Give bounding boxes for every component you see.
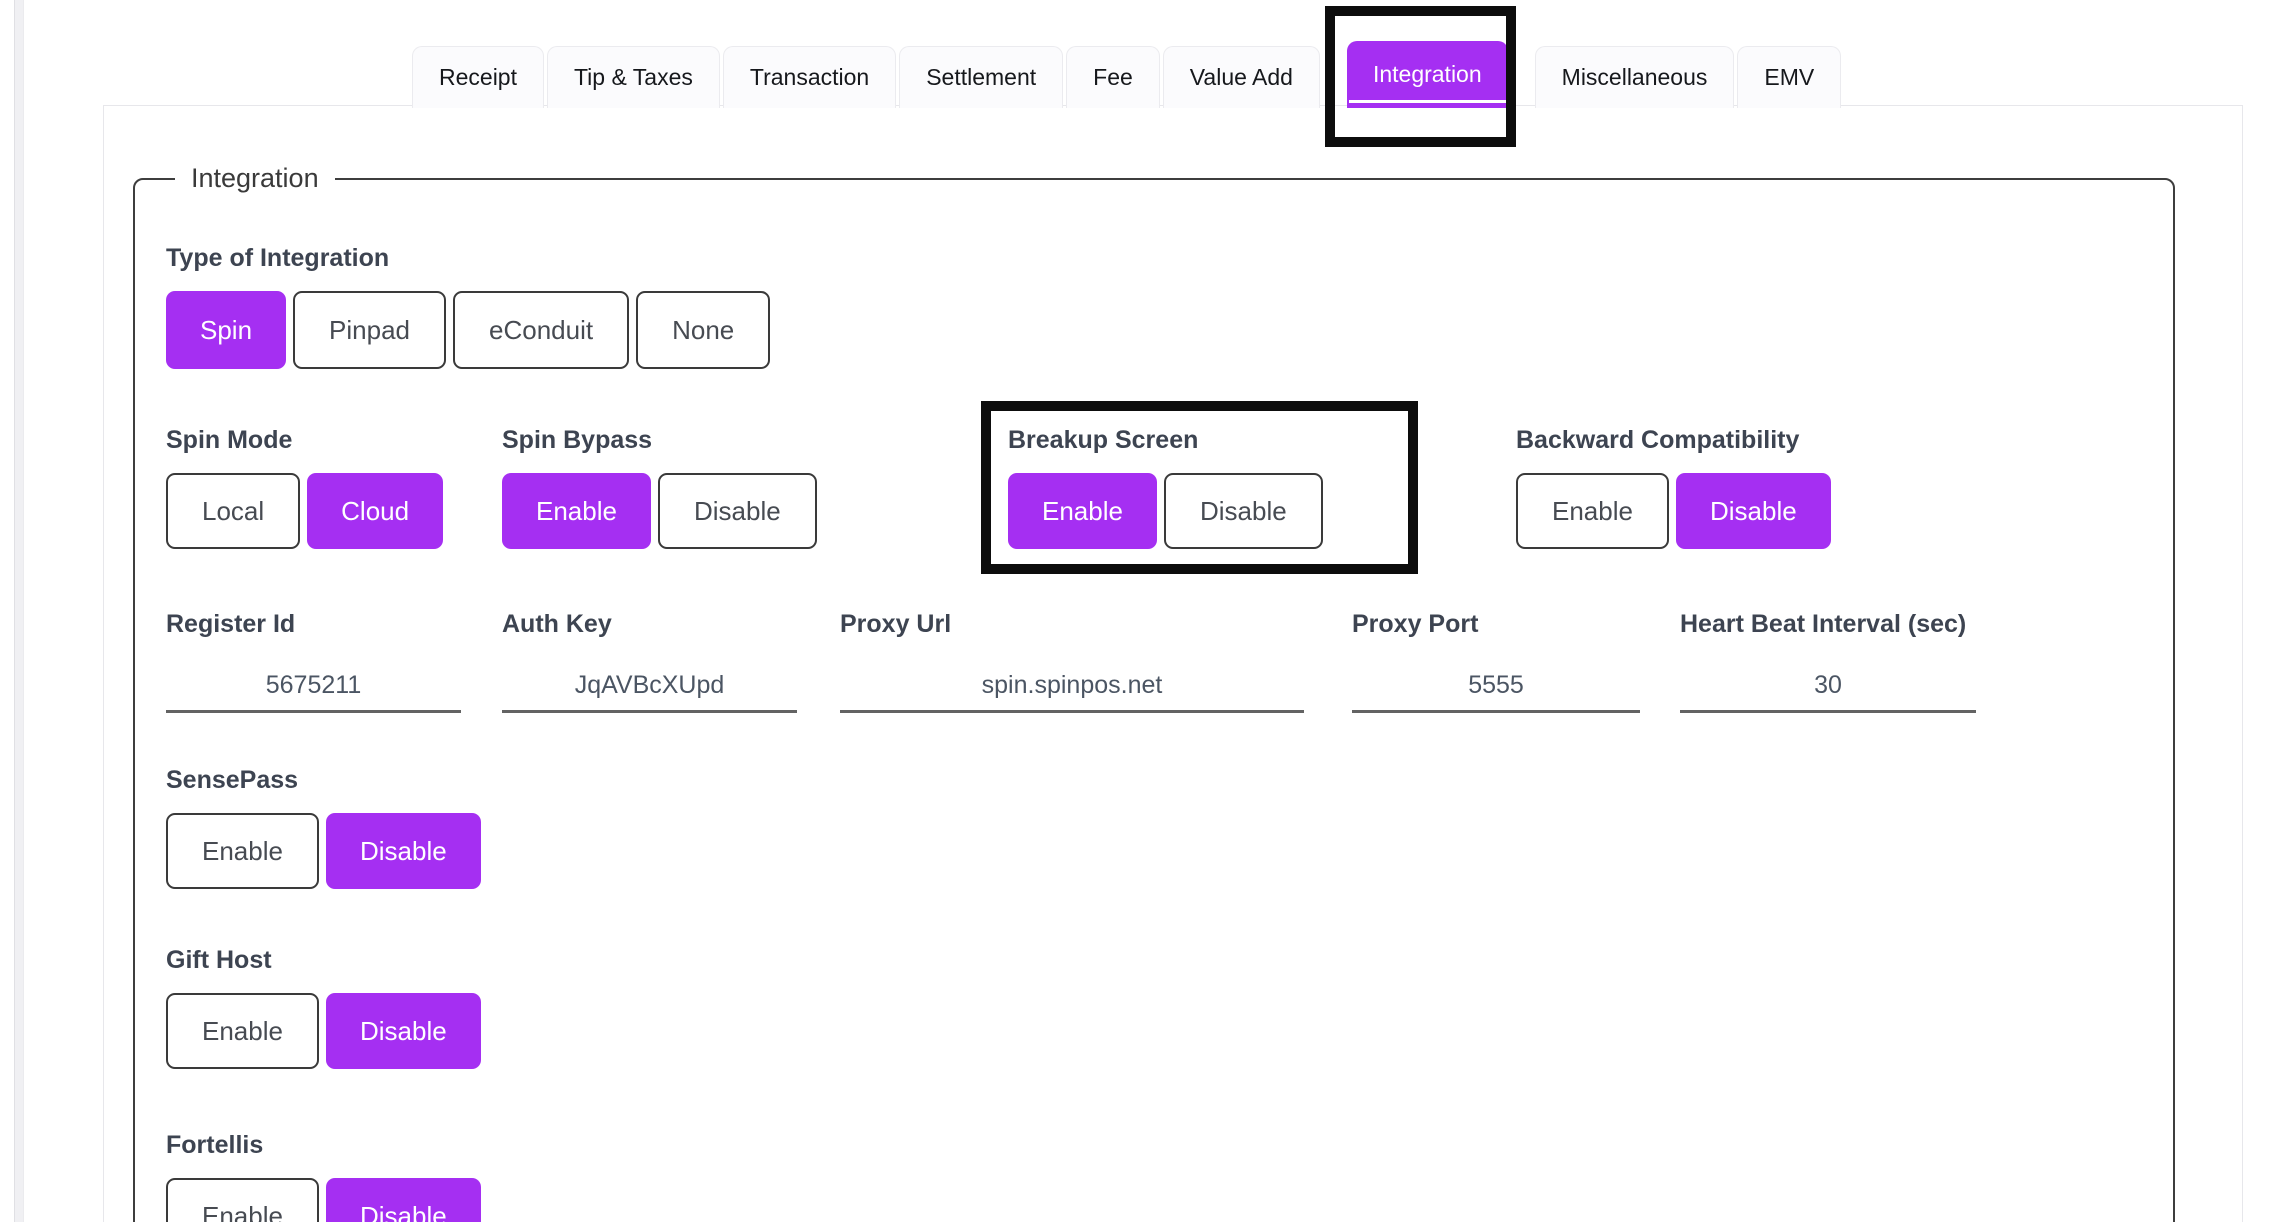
tab-settlement[interactable]: Settlement (899, 46, 1064, 108)
sensepass-enable-button[interactable]: Enable (166, 813, 319, 889)
tab-receipt[interactable]: Receipt (412, 46, 544, 108)
sensepass-label: SensePass (166, 766, 299, 794)
fortellis-disable-button[interactable]: Disable (325, 1178, 481, 1222)
spin-bypass-enable-button[interactable]: Enable (502, 473, 651, 549)
tab-transaction[interactable]: Transaction (722, 46, 897, 108)
active-tab-indicator (1348, 100, 1506, 103)
tab-tip-and-taxes[interactable]: Tip & Taxes (546, 46, 720, 108)
spin-mode-local-button[interactable]: Local (166, 473, 301, 549)
fortellis-label: Fortellis (166, 1131, 264, 1159)
gift-host-label: Gift Host (166, 946, 272, 974)
tab-emv[interactable]: EMV (1737, 46, 1842, 108)
left-rail-divider (14, 0, 24, 1222)
auth-key-input[interactable] (502, 661, 797, 713)
integration-panel-legend: Integration (191, 163, 319, 193)
heart-beat-interval-field: Heart Beat Interval (sec) (1680, 609, 1976, 713)
heart-beat-interval-input[interactable] (1680, 661, 1976, 713)
spin-bypass-group: Spin Bypass Enable Disable (502, 425, 817, 549)
spin-bypass-label: Spin Bypass (502, 426, 653, 454)
register-id-label: Register Id (166, 610, 296, 638)
settings-tab-bar: Receipt Tip & Taxes Transaction Settleme… (412, 6, 1842, 147)
spin-mode-cloud-button[interactable]: Cloud (307, 473, 444, 549)
breakup-screen-enable-button[interactable]: Enable (1008, 473, 1157, 549)
breakup-screen-disable-button[interactable]: Disable (1163, 473, 1323, 549)
integration-panel: Integration (133, 163, 2175, 1222)
tab-integration[interactable]: Integration (1324, 6, 1516, 147)
backward-compatibility-group: Backward Compatibility Enable Disable (1516, 425, 1831, 549)
spin-mode-group: Spin Mode Local Cloud (166, 425, 444, 549)
proxy-url-field: Proxy Url (840, 609, 1304, 713)
breakup-screen-label: Breakup Screen (1008, 426, 1199, 454)
tab-fee[interactable]: Fee (1066, 46, 1160, 108)
type-pinpad-button[interactable]: Pinpad (293, 291, 447, 369)
tab-integration-label: Integration (1372, 61, 1482, 87)
fortellis-group: Fortellis Enable Disable (166, 1130, 481, 1222)
backward-compatibility-disable-button[interactable]: Disable (1675, 473, 1831, 549)
proxy-port-input[interactable] (1352, 661, 1640, 713)
proxy-url-label: Proxy Url (840, 610, 952, 638)
spin-mode-label: Spin Mode (166, 426, 293, 454)
proxy-port-label: Proxy Port (1352, 610, 1479, 638)
sensepass-group: SensePass Enable Disable (166, 765, 481, 889)
gift-host-disable-button[interactable]: Disable (325, 993, 481, 1069)
type-econduit-button[interactable]: eConduit (453, 291, 630, 369)
heart-beat-interval-label: Heart Beat Interval (sec) (1680, 610, 1967, 638)
tab-value-add[interactable]: Value Add (1162, 46, 1320, 108)
gift-host-group: Gift Host Enable Disable (166, 945, 481, 1069)
register-id-field: Register Id (166, 609, 461, 713)
spin-bypass-disable-button[interactable]: Disable (657, 473, 817, 549)
proxy-url-input[interactable] (840, 661, 1304, 713)
proxy-port-field: Proxy Port (1352, 609, 1640, 713)
backward-compatibility-enable-button[interactable]: Enable (1516, 473, 1669, 549)
backward-compatibility-label: Backward Compatibility (1516, 426, 1800, 454)
auth-key-label: Auth Key (502, 610, 612, 638)
type-none-button[interactable]: None (636, 291, 771, 369)
register-id-input[interactable] (166, 661, 461, 713)
type-of-integration-label: Type of Integration (166, 244, 390, 272)
type-spin-button[interactable]: Spin (166, 291, 287, 369)
auth-key-field: Auth Key (502, 609, 797, 713)
sensepass-disable-button[interactable]: Disable (325, 813, 481, 889)
fortellis-enable-button[interactable]: Enable (166, 1178, 319, 1222)
breakup-screen-group: Breakup Screen Enable Disable (981, 401, 1418, 574)
tab-miscellaneous[interactable]: Miscellaneous (1534, 46, 1735, 108)
type-of-integration-group: Type of Integration Spin Pinpad eConduit… (166, 243, 771, 369)
gift-host-enable-button[interactable]: Enable (166, 993, 319, 1069)
